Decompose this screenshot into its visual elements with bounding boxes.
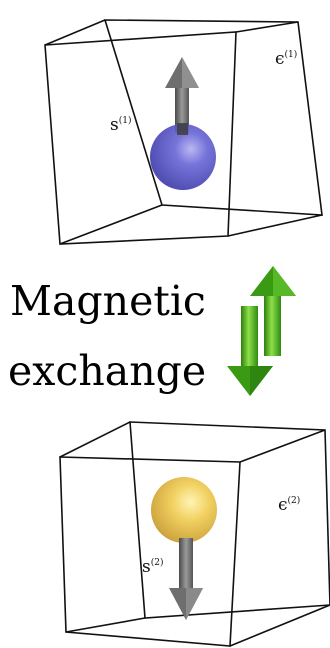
bottom-unit-cell: s(2) ϵ(2) [59,421,330,647]
top-spin-label: s(1) [110,115,131,135]
top-cell-frame [44,19,323,245]
up-down-exchange-arrows-icon [227,266,296,396]
title-line-magnetic: Magnetic [10,277,206,325]
top-energy-label: ϵ(1) [275,49,297,69]
magnetic-exchange-title: Magnetic exchange [8,277,206,395]
top-unit-cell: s(1) ϵ(1) [44,19,323,245]
top-spin-arrow [165,57,199,133]
bottom-energy-label: ϵ(2) [278,495,300,515]
bottom-spin-arrow [169,538,203,620]
title-line-exchange: exchange [8,347,206,395]
bottom-atom-sphere [151,477,217,543]
top-atom-sphere [150,123,216,190]
bottom-cell-frame [59,421,330,647]
bottom-spin-label: s(2) [142,557,163,577]
